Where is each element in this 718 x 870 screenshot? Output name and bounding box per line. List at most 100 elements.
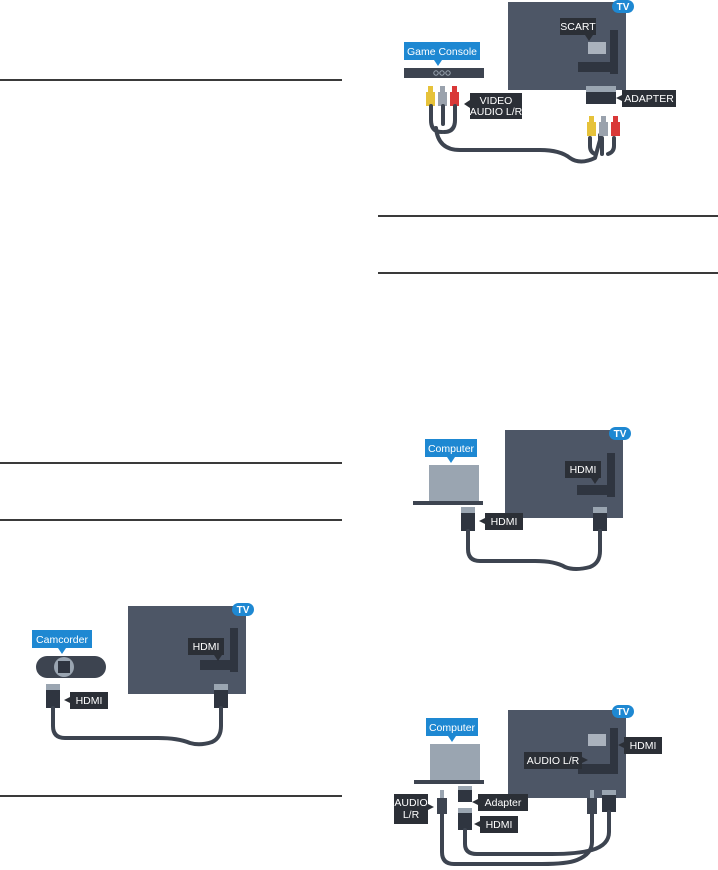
tv-badge <box>609 427 631 440</box>
tv-hdmi-label-bg <box>624 737 662 754</box>
adapter-rca-tip-white <box>601 116 606 122</box>
adapter-top <box>458 786 472 790</box>
game-console-label: Game Console <box>407 46 477 58</box>
tv-port-column <box>610 728 618 774</box>
hdmi-plug-computer-tip <box>461 507 475 513</box>
audio-jack-tv-tip <box>590 790 594 798</box>
tv-port-column <box>230 628 238 672</box>
cable-hdmi-label-pointer <box>64 697 70 703</box>
adapter-rca-white <box>599 122 608 136</box>
audio-label-line1: AUDIO <box>394 797 427 809</box>
scart-label: SCART <box>560 21 596 33</box>
tv-hdmi-label-pointer <box>618 742 624 748</box>
tv-hdmi-label: HDMI <box>193 641 220 653</box>
game-console-label-bg <box>404 42 480 60</box>
tv-hdmi-label-bg <box>565 461 601 478</box>
computer-hdmi-connection-diagram: TV HDMI Computer HDMI <box>413 427 631 571</box>
tv-slot <box>577 485 611 495</box>
tv-badge-text: TV <box>237 605 250 616</box>
cable-hdmi-label-pointer <box>474 821 480 827</box>
adapter-label-bg <box>478 794 528 811</box>
adapter-top <box>586 86 616 92</box>
tv-badge-text: TV <box>617 2 630 13</box>
audio-label-bg <box>394 794 428 824</box>
computer-audio-adapter-connection-diagram: TV HDMI AUDIO L/R Computer AUDIO L/R Ada… <box>394 705 662 866</box>
tv-hdmi-label-pointer <box>591 478 599 484</box>
tv-slot <box>578 62 612 72</box>
game-console-label-pointer <box>434 60 442 66</box>
rca-plug-red <box>450 92 459 106</box>
adapter-label-pointer <box>472 799 478 805</box>
computer-base <box>414 780 484 784</box>
adapter-label: ADAPTER <box>624 93 674 105</box>
hdmi-plug-computer <box>461 513 475 531</box>
divider-left-3 <box>0 519 342 521</box>
divider-right-2 <box>378 272 718 274</box>
adapter-body <box>458 790 472 802</box>
adapter-rca-tip-yellow <box>589 116 594 122</box>
tv-badge-text: TV <box>617 707 630 718</box>
tv-port-column <box>607 453 615 497</box>
hdmi-plug-tv <box>214 690 228 708</box>
console-jack-1 <box>433 70 439 76</box>
adapter-rca-yellow <box>587 122 596 136</box>
cable-hdmi-label: HDMI <box>486 819 513 831</box>
camcorder-label: Camcorder <box>36 634 88 646</box>
audio-label-line2: L/R <box>403 809 420 821</box>
adapter-body <box>586 92 616 104</box>
scart-label-pointer <box>585 35 593 41</box>
camcorder-hdmi-connection-diagram: TV HDMI Camcorder HDMI <box>32 603 254 747</box>
adapter-rca-tip-red <box>613 116 618 122</box>
tv-hdmi-port <box>588 734 606 746</box>
hdmi-plug-computer <box>458 813 472 830</box>
adapter-label: Adapter <box>485 797 522 809</box>
computer-label-bg <box>425 439 477 457</box>
tv-badge-text: TV <box>614 429 627 440</box>
console-jack-2 <box>439 70 445 76</box>
divider-left-1 <box>0 79 342 81</box>
cable-hdmi-label: HDMI <box>491 516 518 528</box>
tv-body <box>505 430 623 518</box>
adapter-label-pointer <box>616 95 622 101</box>
tv-slot <box>200 660 234 670</box>
hdmi-plug-tv-tip <box>602 790 616 795</box>
camcorder-label-bg <box>32 630 92 648</box>
tv-badge <box>612 705 634 718</box>
hdmi-cable <box>463 810 611 856</box>
tv-audio-label-bg <box>524 752 582 769</box>
hdmi-plug-camcorder-tip <box>46 684 60 690</box>
game-console-connection-diagram: TV SCART Game Console VIDEO AUDIO L/R AD… <box>404 0 676 164</box>
computer-screen <box>430 744 480 780</box>
tv-body <box>128 606 246 694</box>
rca-tip-white <box>440 86 445 92</box>
tv-body <box>508 2 626 90</box>
audio-jack-computer-tip <box>440 790 444 798</box>
adapter-rca-red <box>611 122 620 136</box>
computer-label-bg <box>426 718 478 736</box>
tv-badge <box>232 603 254 616</box>
cable-hdmi-label-bg <box>70 692 108 709</box>
rca-tip-red <box>452 86 457 92</box>
computer-label-pointer <box>447 457 455 463</box>
scart-label-bg <box>560 18 596 35</box>
camcorder-port <box>58 661 70 673</box>
rca-plug-yellow <box>426 92 435 106</box>
tv-port-column <box>610 30 618 74</box>
cable-hdmi-label-bg <box>485 513 523 530</box>
computer-base <box>413 501 483 505</box>
computer-label: Computer <box>429 722 476 734</box>
console-jack-3 <box>445 70 451 76</box>
tv-audio-label-pointer <box>582 757 588 763</box>
av-cable-right <box>588 136 616 156</box>
computer-label-pointer <box>448 736 456 742</box>
video-audio-label-bg <box>470 93 522 119</box>
cable-hdmi-label: HDMI <box>76 695 103 707</box>
hdmi-cable <box>466 529 602 571</box>
tv-hdmi-label: HDMI <box>630 740 657 752</box>
hdmi-plug-tv-tip <box>214 684 228 690</box>
divider-left-4 <box>0 795 342 797</box>
divider-right-1 <box>378 215 718 217</box>
video-label: VIDEO <box>480 95 513 107</box>
hdmi-plug-tv-tip <box>593 507 607 513</box>
hdmi-cable <box>51 706 223 747</box>
